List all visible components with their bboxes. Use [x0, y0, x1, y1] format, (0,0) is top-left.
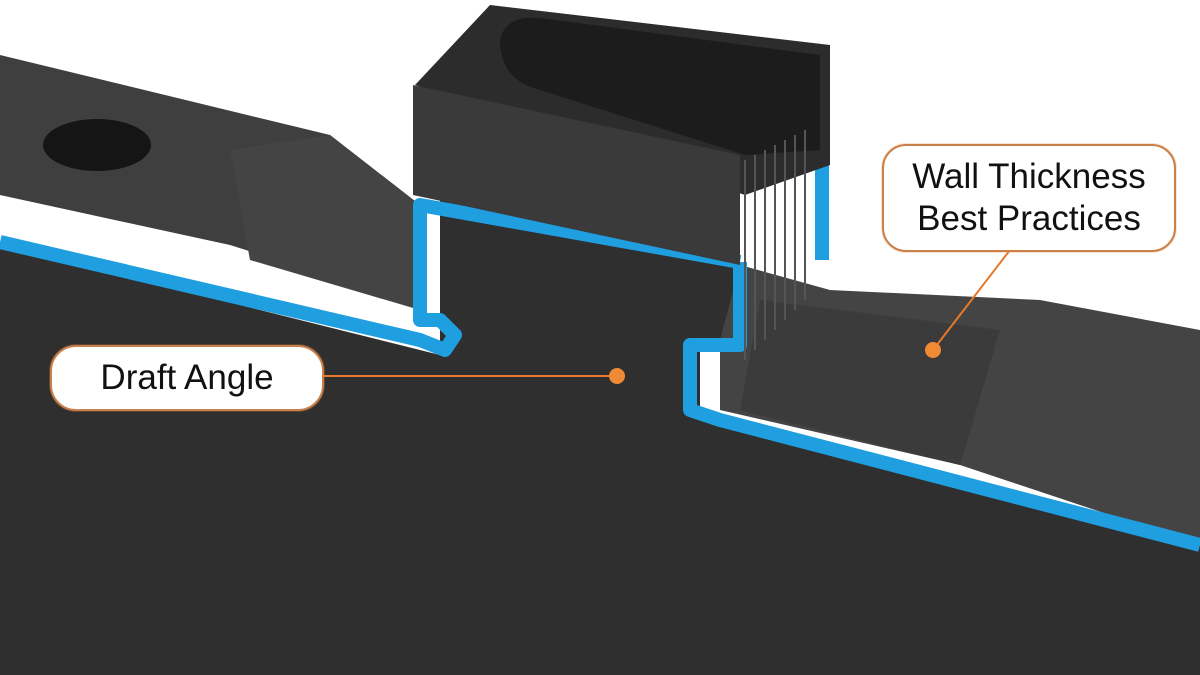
mounting-hole [43, 119, 151, 171]
boss-front [413, 85, 740, 265]
ribs [744, 130, 806, 360]
draft-angle-label: Draft Angle [100, 358, 274, 397]
recess-left [230, 135, 420, 310]
wall-highlight-left [0, 198, 742, 357]
draft-angle-marker-dot [609, 368, 625, 384]
wall-thickness-callout: Wall Thickness Best Practices [882, 144, 1176, 252]
wall-highlight-side [815, 160, 829, 260]
wall-thickness-label-line1: Wall Thickness [912, 157, 1146, 196]
wall-thickness-label-line2: Best Practices [917, 199, 1141, 238]
wall-thickness-leader-line [932, 249, 1011, 351]
section-face [0, 200, 1200, 675]
wall-highlight-right [683, 262, 1200, 552]
wall-thickness-marker-dot [925, 342, 941, 358]
draft-angle-callout: Draft Angle [50, 345, 324, 411]
recess-right [740, 300, 1000, 465]
boss-cavity [500, 17, 820, 155]
